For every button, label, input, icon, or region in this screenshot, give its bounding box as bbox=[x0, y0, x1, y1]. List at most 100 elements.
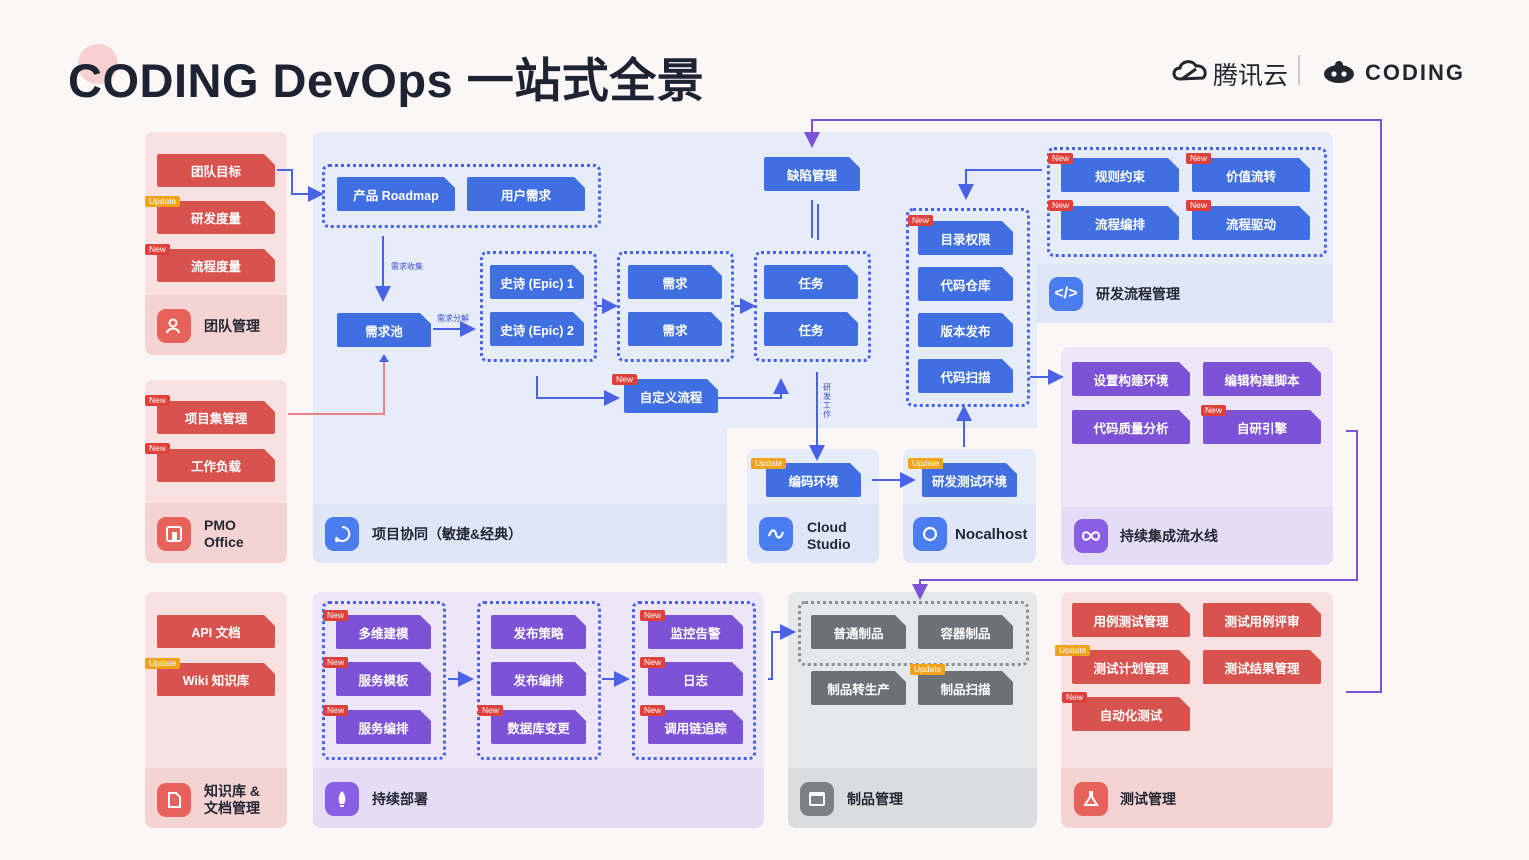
release-orchestration-button[interactable]: 发布编排 bbox=[491, 662, 586, 696]
flow-metrics-button[interactable]: 流程度量 bbox=[157, 249, 275, 282]
collaboration-icon bbox=[325, 517, 359, 551]
update-badge: Update bbox=[908, 458, 944, 469]
new-badge: New bbox=[908, 215, 934, 226]
team-goal-button[interactable]: 团队目标 bbox=[157, 154, 275, 187]
ci-footer-label: 持续集成流水线 bbox=[1120, 528, 1218, 544]
cloud-footer-label-2: Studio bbox=[807, 536, 851, 552]
new-badge: New bbox=[1048, 200, 1074, 211]
label-collect: 需求收集 bbox=[391, 262, 423, 271]
new-badge: New bbox=[145, 244, 171, 255]
flask-icon bbox=[1074, 782, 1108, 816]
roadmap-button[interactable]: 产品 Roadmap bbox=[337, 177, 455, 211]
workload-button[interactable]: 工作负载 bbox=[157, 449, 275, 482]
cloud-studio-icon bbox=[759, 517, 793, 551]
page-title: CODING DevOps 一站式全景 bbox=[68, 54, 705, 107]
new-badge: New bbox=[640, 657, 666, 668]
service-orchestration-button[interactable]: 服务编排 bbox=[336, 710, 431, 744]
new-badge: New bbox=[323, 705, 349, 716]
nocalhost-icon bbox=[913, 517, 947, 551]
epic-2-button[interactable]: 史诗 (Epic) 2 bbox=[490, 312, 584, 346]
rocket-icon bbox=[325, 782, 359, 816]
rule-constraint-button[interactable]: 规则约束 bbox=[1061, 158, 1179, 192]
requirement-2-button[interactable]: 需求 bbox=[628, 312, 722, 346]
nocal-footer-label: Nocalhost bbox=[955, 526, 1028, 543]
promote-artifact-button[interactable]: 制品转生产 bbox=[811, 671, 906, 705]
pmo-icon bbox=[157, 517, 191, 551]
api-docs-button[interactable]: API 文档 bbox=[157, 615, 275, 648]
custom-flow-button[interactable]: 自定义流程 bbox=[624, 379, 718, 413]
build-script-button[interactable]: 编辑构建脚本 bbox=[1203, 362, 1321, 396]
test-footer-label: 测试管理 bbox=[1120, 791, 1176, 807]
kb-footer-label-1: 知识库 & bbox=[204, 783, 260, 799]
cd-footer-label: 持续部署 bbox=[372, 791, 428, 807]
pmo-footer-label-2: Office bbox=[204, 534, 244, 550]
new-badge: New bbox=[1048, 153, 1074, 164]
new-badge: New bbox=[145, 443, 171, 454]
roadmap-group bbox=[322, 164, 601, 228]
case-review-button[interactable]: 测试用例评审 bbox=[1203, 603, 1321, 637]
update-badge: Update bbox=[910, 664, 946, 675]
requirement-pool-button[interactable]: 需求池 bbox=[337, 313, 431, 347]
monitoring-button[interactable]: 监控告警 bbox=[648, 615, 743, 649]
label-dev-work: 研发工作 bbox=[823, 383, 831, 419]
coding-logo-icon bbox=[1324, 61, 1354, 83]
task-1-button[interactable]: 任务 bbox=[764, 265, 858, 299]
test-result-button[interactable]: 测试结果管理 bbox=[1203, 650, 1321, 684]
artifact-scan-button[interactable]: 制品扫描 bbox=[918, 671, 1013, 705]
team-icon bbox=[157, 309, 191, 343]
flow-orchestration-button[interactable]: 流程编排 bbox=[1061, 206, 1179, 240]
code-icon: </> bbox=[1049, 277, 1083, 311]
kb-footer-label-2: 文档管理 bbox=[204, 800, 260, 816]
new-badge: New bbox=[323, 610, 349, 621]
task-2-button[interactable]: 任务 bbox=[764, 312, 858, 346]
logo-divider bbox=[1298, 55, 1300, 85]
document-icon bbox=[157, 783, 191, 817]
container-artifact-button[interactable]: 容器制品 bbox=[918, 615, 1013, 649]
code-repo-button[interactable]: 代码仓库 bbox=[918, 267, 1013, 301]
flow-driven-button[interactable]: 流程驱动 bbox=[1192, 206, 1310, 240]
dev-test-env-button[interactable]: 研发测试环境 bbox=[922, 463, 1017, 497]
cloud-footer-label-1: Cloud bbox=[807, 519, 847, 535]
db-change-button[interactable]: 数据库变更 bbox=[491, 710, 586, 744]
project-footer-band bbox=[313, 504, 727, 563]
modeling-button[interactable]: 多维建模 bbox=[336, 615, 431, 649]
new-badge: New bbox=[1201, 405, 1227, 416]
value-flow-button[interactable]: 价值流转 bbox=[1192, 158, 1310, 192]
generic-artifact-button[interactable]: 普通制品 bbox=[811, 615, 906, 649]
program-mgmt-button[interactable]: 项目集管理 bbox=[157, 401, 275, 434]
user-requirement-button[interactable]: 用户需求 bbox=[467, 177, 585, 211]
update-badge: Update bbox=[1055, 645, 1091, 656]
update-badge: Update bbox=[145, 658, 181, 669]
dir-permission-button[interactable]: 目录权限 bbox=[918, 221, 1013, 255]
requirement-group bbox=[617, 251, 734, 362]
update-badge: Update bbox=[751, 458, 787, 469]
pmo-footer-label-1: PMO bbox=[204, 517, 236, 533]
new-badge: New bbox=[640, 610, 666, 621]
service-template-button[interactable]: 服务模板 bbox=[336, 662, 431, 696]
release-button[interactable]: 版本发布 bbox=[918, 313, 1013, 347]
new-badge: New bbox=[323, 657, 349, 668]
devflow-footer-label: 研发流程管理 bbox=[1096, 286, 1180, 302]
new-badge: New bbox=[612, 374, 638, 385]
requirement-1-button[interactable]: 需求 bbox=[628, 265, 722, 299]
new-badge: New bbox=[145, 395, 171, 406]
epic-1-button[interactable]: 史诗 (Epic) 1 bbox=[490, 265, 584, 299]
test-plan-button[interactable]: 测试计划管理 bbox=[1072, 650, 1190, 684]
cd-col2-group bbox=[477, 601, 601, 760]
new-badge: New bbox=[1186, 200, 1212, 211]
case-mgmt-button[interactable]: 用例测试管理 bbox=[1072, 603, 1190, 637]
automation-test-button[interactable]: 自动化测试 bbox=[1072, 697, 1190, 731]
build-env-button[interactable]: 设置构建环境 bbox=[1072, 362, 1190, 396]
update-badge: Update bbox=[145, 196, 181, 207]
wiki-button[interactable]: Wiki 知识库 bbox=[157, 663, 275, 696]
code-quality-button[interactable]: 代码质量分析 bbox=[1072, 410, 1190, 444]
artifact-icon bbox=[800, 782, 834, 816]
release-strategy-button[interactable]: 发布策略 bbox=[491, 615, 586, 649]
coding-logo-text: CODING bbox=[1365, 60, 1465, 85]
code-group bbox=[906, 208, 1030, 407]
code-scan-button[interactable]: 代码扫描 bbox=[918, 359, 1013, 393]
new-badge: New bbox=[478, 705, 504, 716]
defect-mgmt-button[interactable]: 缺陷管理 bbox=[764, 157, 860, 191]
tracing-button[interactable]: 调用链追踪 bbox=[648, 710, 743, 744]
